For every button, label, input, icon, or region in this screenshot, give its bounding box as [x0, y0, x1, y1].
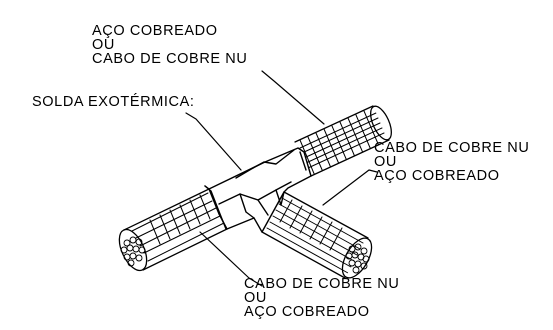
leader-solda	[185, 112, 242, 171]
label-top-line2: OU	[92, 37, 115, 53]
label-top-line1: AÇO COBREADO	[92, 23, 218, 39]
leader-lines	[185, 70, 378, 287]
label-solda: SOLDA EXOTÉRMICA:	[32, 94, 195, 110]
label-solda-text: SOLDA EXOTÉRMICA:	[32, 94, 195, 110]
left-cable	[118, 188, 228, 272]
label-top: AÇO COBREADO OU CABO DE COBRE NU	[92, 23, 248, 67]
label-right-line1: CABO DE COBRE NU	[374, 140, 530, 156]
leader-top	[261, 70, 325, 125]
label-right-line2: OU	[374, 154, 397, 170]
label-bottom: CABO DE COBRE NU OU AÇO COBREADO	[244, 276, 400, 320]
label-bottom-line2: OU	[244, 290, 267, 306]
label-right: CABO DE COBRE NU OU AÇO COBREADO	[374, 140, 530, 184]
leader-bottom	[199, 231, 263, 287]
upper-cable	[294, 105, 392, 177]
label-bottom-line3: AÇO COBREADO	[244, 304, 370, 320]
leader-right	[322, 169, 378, 206]
weld-joint	[204, 147, 312, 233]
label-right-line3: AÇO COBREADO	[374, 168, 500, 184]
label-bottom-line1: CABO DE COBRE NU	[244, 276, 400, 292]
label-top-line3: CABO DE COBRE NU	[92, 51, 248, 67]
lower-right-cable	[261, 191, 373, 279]
